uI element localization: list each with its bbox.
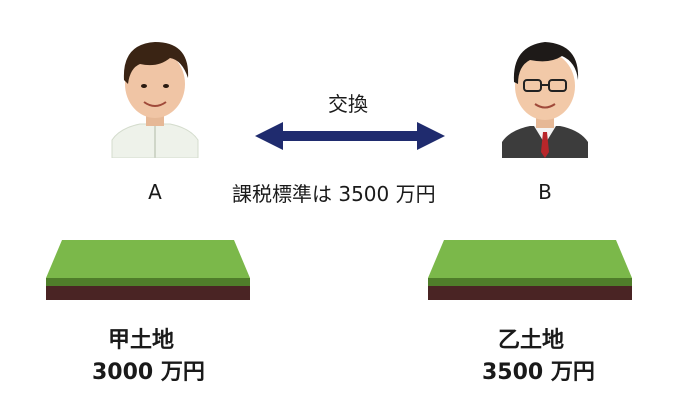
person-b-avatar — [490, 28, 600, 158]
land-a-price: 3000 万円 — [92, 360, 205, 385]
land-a-plot — [42, 240, 252, 304]
exchange-label: 交換 — [328, 92, 368, 116]
person-b-label: B — [538, 180, 552, 204]
land-b-price: 3500 万円 — [482, 360, 595, 385]
land-a-name: 甲土地 — [108, 328, 175, 353]
land-b-plot — [424, 240, 634, 304]
tax-base-text: 課税標準は 3500 万円 — [232, 182, 436, 206]
person-a-label: A — [148, 180, 162, 204]
person-a-avatar — [100, 28, 210, 158]
land-b-name: 乙土地 — [498, 328, 565, 353]
double-arrow-icon — [255, 120, 445, 152]
